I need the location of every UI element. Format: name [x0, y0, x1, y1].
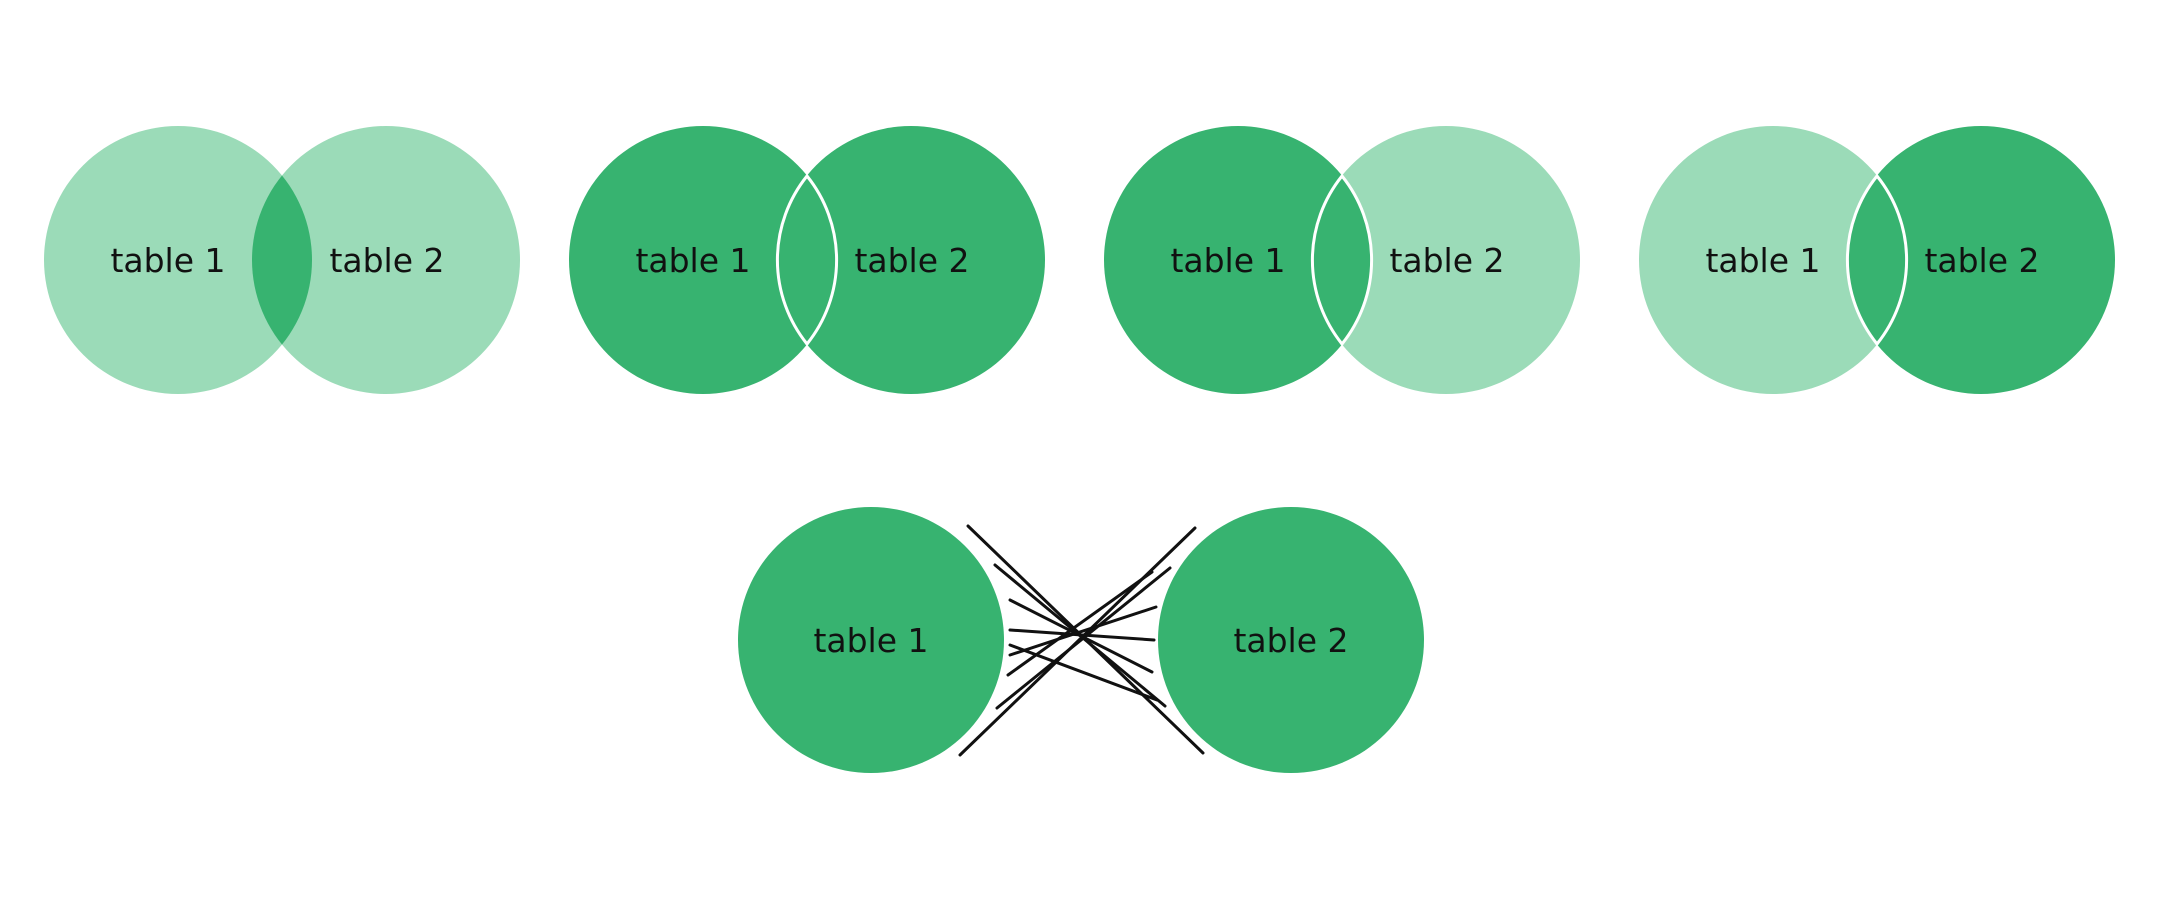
venn-right-label: table 2 — [854, 241, 969, 280]
cross-join-diagram: table 1 table 2 — [738, 507, 1424, 773]
venn-left-circle — [1639, 126, 1907, 394]
venn-left-label: table 1 — [635, 241, 750, 280]
venn-left-circle — [569, 126, 837, 394]
venn-left-circle — [44, 126, 312, 394]
cross-right-label: table 2 — [1233, 621, 1348, 660]
connector-line — [1008, 605, 1158, 657]
venn-left-circle — [1104, 126, 1372, 394]
venn-right-join: table 1 table 2 — [1639, 126, 2115, 394]
venn-right-circle — [252, 126, 520, 394]
connector-line — [1006, 570, 1154, 677]
venn-overlap-outline — [775, 173, 839, 347]
connector-line — [1008, 628, 1156, 642]
venn-left-join: table 1 table 2 — [1104, 126, 1580, 394]
venn-right-label: table 2 — [1924, 241, 2039, 280]
venn-inner-join: table 1 table 2 — [44, 126, 520, 394]
venn-right-circle — [1312, 126, 1580, 394]
venn-right-circle — [777, 126, 1045, 394]
venn-overlap-outline — [1310, 173, 1374, 347]
cross-connector-lines — [958, 524, 1205, 757]
cross-right-circle — [1158, 507, 1424, 773]
venn-overlap-outline — [1845, 173, 1909, 347]
connector-line — [958, 526, 1197, 757]
cross-left-label: table 1 — [813, 621, 928, 660]
connector-line — [995, 566, 1172, 710]
venn-left-label: table 1 — [1705, 241, 1820, 280]
venn-right-circle — [1847, 126, 2115, 394]
venn-left-label: table 1 — [110, 241, 225, 280]
venn-right-label: table 2 — [1389, 241, 1504, 280]
connector-line — [1008, 643, 1159, 702]
cross-left-circle — [738, 507, 1004, 773]
venn-right-label: table 2 — [329, 241, 444, 280]
venn-left-label: table 1 — [1170, 241, 1285, 280]
venn-full-join: table 1 table 2 — [569, 126, 1045, 394]
